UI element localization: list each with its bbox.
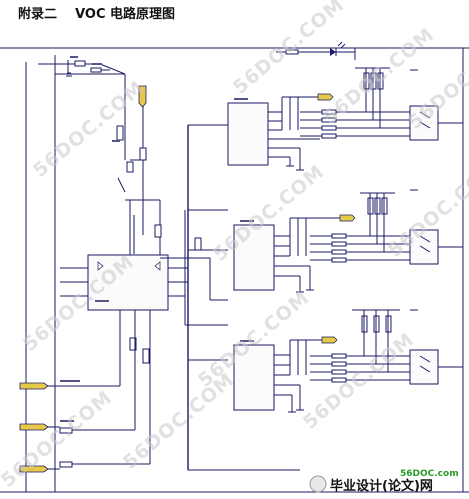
input-port-arrows	[19, 85, 151, 473]
watermark-text: 56DOC.COM	[0, 387, 117, 492]
led-indicator	[276, 41, 356, 60]
site-logo: 56DOC.com 毕业设计(论文)网	[309, 469, 459, 494]
channel-outputs-3	[289, 309, 463, 385]
logo-name-text: 毕业设计(论文)网	[330, 478, 433, 494]
channel-buses	[160, 124, 300, 471]
ground-symbols	[286, 69, 418, 413]
channel-chip-2	[233, 224, 311, 292]
channel-outputs-2	[289, 192, 463, 265]
watermark-text: 56DOC.COM	[119, 369, 238, 474]
power-rails	[25, 55, 161, 492]
logo-site-text: 56DOC.com	[400, 469, 459, 479]
watermark-text: 56DOC.COM	[299, 329, 418, 434]
channel-chip-3	[233, 344, 301, 412]
page-title: 附录二 VOC 电路原理图	[18, 7, 176, 22]
logo-icon	[309, 475, 327, 493]
channel-outputs-1	[281, 67, 463, 141]
channel-chip-1	[227, 102, 320, 170]
drawing-frame	[0, 47, 469, 493]
component-labels	[60, 56, 254, 422]
